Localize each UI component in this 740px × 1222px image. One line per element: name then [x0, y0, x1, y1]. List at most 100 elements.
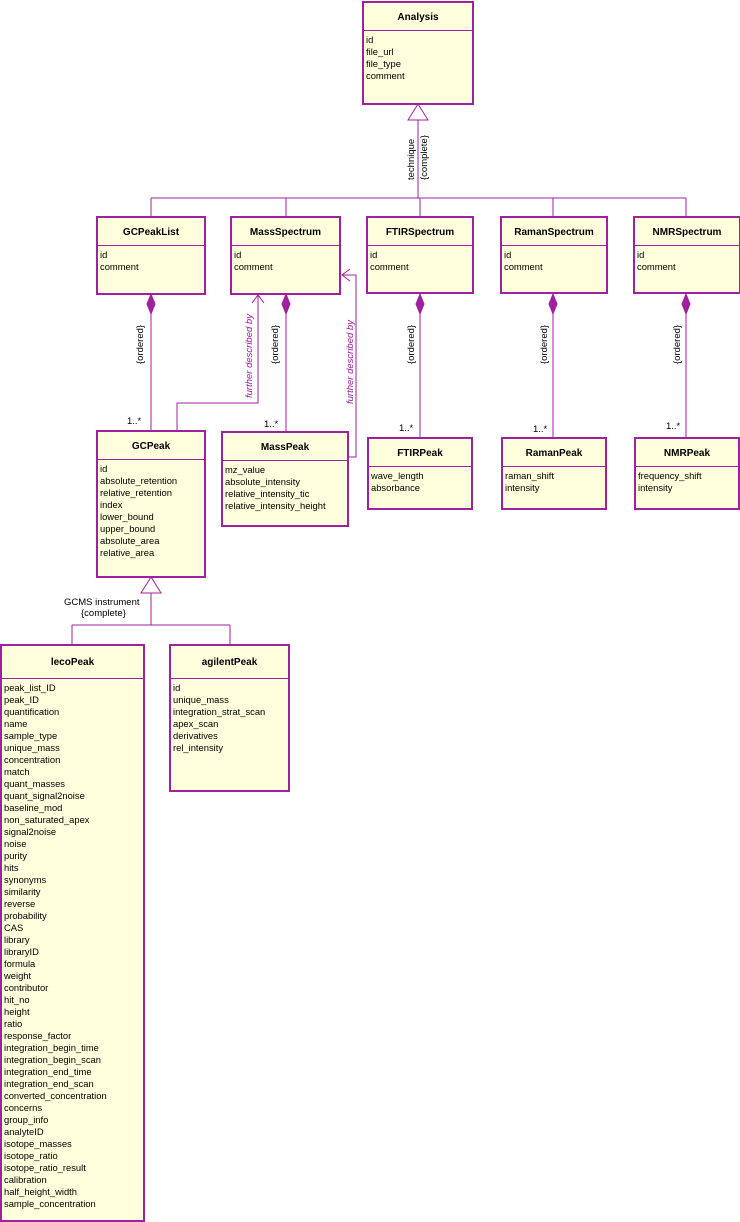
attribute: weight	[4, 970, 32, 981]
attribute: raman_shift	[505, 470, 554, 481]
class-name: GCPeakList	[98, 218, 204, 246]
attribute: formula	[4, 958, 36, 969]
attribute: isotope_ratio	[4, 1150, 58, 1161]
attribute: quantification	[4, 706, 60, 717]
attribute: apex_scan	[173, 718, 219, 729]
attribute: peak_ID	[4, 694, 39, 705]
attribute: purity	[4, 850, 27, 861]
attribute: integration_end_scan	[4, 1078, 94, 1089]
class-name: NMRPeak	[636, 439, 738, 467]
technique-label: technique	[406, 138, 417, 180]
attribute: integration_begin_scan	[4, 1054, 101, 1065]
class-name: RamanPeak	[503, 439, 605, 467]
attribute: id	[504, 249, 512, 260]
attribute: CAS	[4, 922, 24, 933]
composition-diamond	[146, 292, 156, 316]
attribute: libraryID	[4, 946, 39, 957]
attribute: lower_bound	[100, 511, 154, 522]
generalization-triangle	[140, 576, 162, 594]
attribute: frequency_shift	[638, 470, 702, 481]
gcms-instrument-label: GCMS instrument	[64, 597, 140, 608]
class-name: agilentPeak	[171, 646, 288, 679]
attribute: concerns	[4, 1102, 43, 1113]
ordered-label: {ordered}	[539, 324, 550, 364]
composition-diamond	[281, 292, 291, 316]
attribute: converted_concentration	[4, 1090, 107, 1101]
class-name: MassPeak	[223, 433, 347, 461]
attribute: response_factor	[4, 1030, 72, 1041]
attribute: intensity	[638, 482, 673, 493]
attribute: non_saturated_apex	[4, 814, 90, 825]
attribute: comment	[370, 261, 409, 272]
attribute: signal2noise	[4, 826, 57, 837]
multiplicity-label: 1..*	[127, 416, 142, 427]
attribute: hits	[4, 862, 19, 873]
attribute: baseline_mod	[4, 802, 63, 813]
attribute: isotope_masses	[4, 1138, 72, 1149]
attribute: similarity	[4, 886, 41, 897]
attribute: index	[100, 499, 123, 510]
attribute: id	[100, 463, 108, 474]
ordered-label: {ordered}	[270, 324, 281, 364]
attribute: file_url	[366, 46, 394, 57]
attribute: comment	[234, 261, 273, 272]
attribute: quant_signal2noise	[4, 790, 85, 801]
attribute: hit_no	[4, 994, 30, 1005]
attribute: comment	[100, 261, 139, 272]
attribute: sample_type	[4, 730, 58, 741]
attribute: relative_area	[100, 547, 155, 558]
attribute: mz_value	[225, 464, 266, 475]
attribute: integration_end_time	[4, 1066, 92, 1077]
attribute: half_height_width	[4, 1186, 77, 1197]
attribute: upper_bound	[100, 523, 156, 534]
attribute: relative_retention	[100, 487, 172, 498]
attribute: probability	[4, 910, 47, 921]
attribute: height	[4, 1006, 30, 1017]
attribute: peak_list_ID	[4, 682, 56, 693]
attribute: absorbance	[371, 482, 420, 493]
class-name: MassSpectrum	[232, 218, 339, 246]
attribute: comment	[366, 70, 405, 81]
attribute: reverse	[4, 898, 36, 909]
attribute: integration_strat_scan	[173, 706, 266, 717]
attribute: isotope_ratio_result	[4, 1162, 86, 1173]
attribute: intensity	[505, 482, 540, 493]
class-name: lecoPeak	[2, 646, 143, 679]
attribute: unique_mass	[173, 694, 229, 705]
ordered-label: {ordered}	[672, 324, 683, 364]
attribute: integration_begin_time	[4, 1042, 99, 1053]
attribute: absolute_retention	[100, 475, 178, 486]
composition-diamond	[548, 292, 558, 316]
multiplicity-label: 1..*	[533, 424, 548, 435]
attribute: comment	[504, 261, 543, 272]
technique-complete-label: {complete}	[419, 135, 430, 180]
attribute: absolute_intensity	[225, 476, 301, 487]
composition-diamond	[681, 292, 691, 316]
attribute: rel_intensity	[173, 742, 224, 753]
class-name: NMRSpectrum	[635, 218, 739, 246]
attribute: derivatives	[173, 730, 218, 741]
attribute: sample_concentration	[4, 1198, 96, 1209]
